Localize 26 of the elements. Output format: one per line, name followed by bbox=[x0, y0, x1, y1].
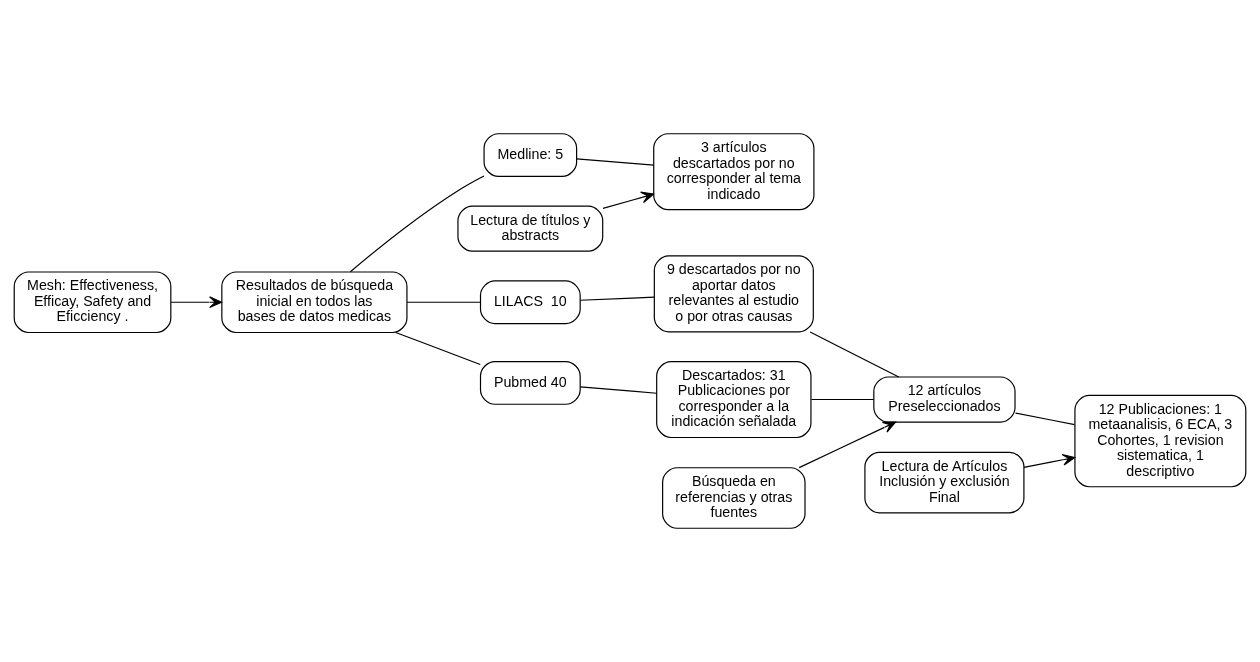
node-box: LILACS 10 bbox=[479, 280, 581, 325]
arrow bbox=[1023, 453, 1076, 468]
node-box: Búsqueda en referencias y otras fuentes bbox=[662, 467, 806, 529]
arrow bbox=[602, 191, 655, 209]
node-box: Pubmed 40 bbox=[479, 360, 581, 405]
node-box: Medline: 5 bbox=[483, 133, 578, 178]
node-box: 3 artículos descartados por no corresponder al tema indicado bbox=[653, 133, 815, 211]
connector bbox=[406, 301, 481, 303]
node-box: Resultados de búsqueda inicial en todos las bases de datos medicas bbox=[221, 271, 408, 334]
connector bbox=[395, 331, 481, 366]
node-box: 12 Publicaciones: 1 metaanalisis, 6 ECA, 3 Cohortes, 1 revision sistematica, 1 descriptivo bbox=[1074, 394, 1247, 488]
node-box: Descartados: 31 Publicaciones por corresponder a la indicación señalada bbox=[656, 360, 812, 439]
connector bbox=[579, 386, 658, 394]
node-box: 9 descartados por no aportar datos relevantes al estudio o por otras causas bbox=[653, 255, 814, 333]
node-box: Lectura de títulos y abstracts bbox=[457, 205, 604, 252]
arrow bbox=[798, 421, 897, 469]
connector bbox=[809, 331, 900, 378]
connector bbox=[579, 296, 655, 301]
node-box: Mesh: Effectiveness, Efficay, Safety and Eficciency . bbox=[13, 271, 172, 334]
connector bbox=[1014, 412, 1076, 426]
node-box: Lectura de Artículos Inclusión y exclusión Final bbox=[864, 451, 1025, 514]
connector bbox=[349, 175, 485, 273]
arrow bbox=[170, 296, 223, 309]
node-box: 12 artículos Preseleccionados bbox=[873, 376, 1016, 423]
connector bbox=[810, 398, 875, 401]
connector bbox=[576, 158, 655, 166]
